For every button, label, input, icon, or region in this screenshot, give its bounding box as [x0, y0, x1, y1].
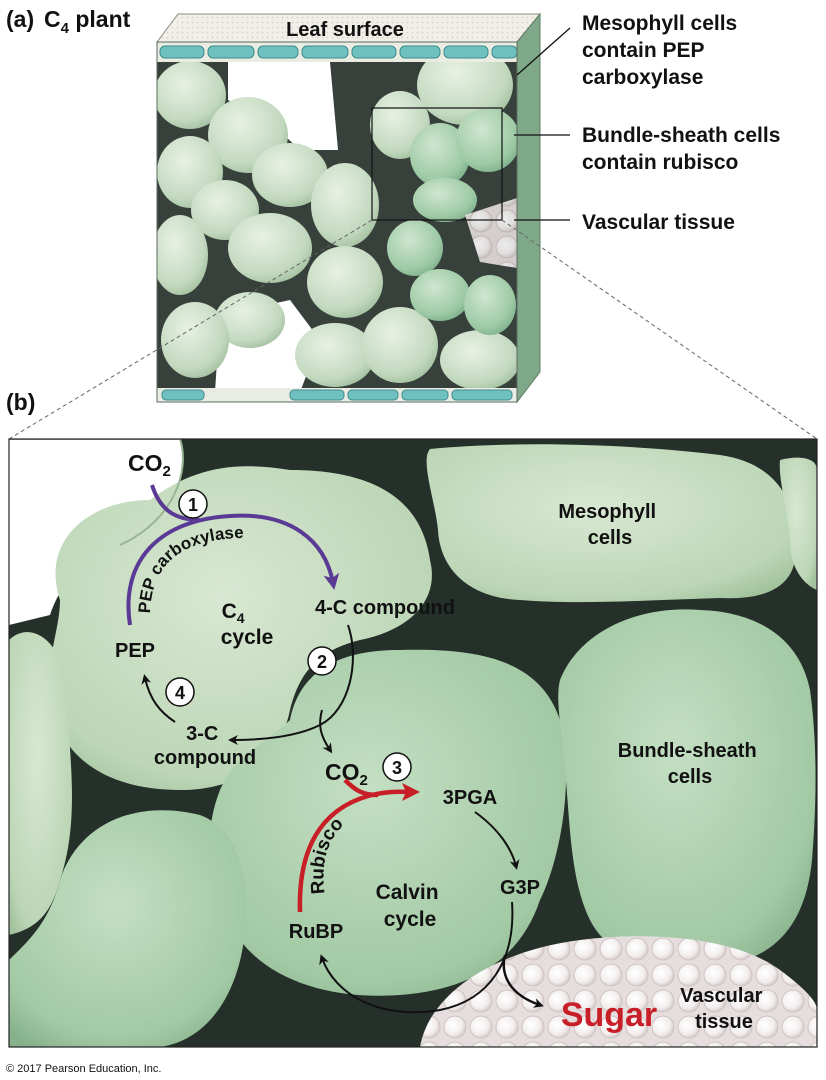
mesophyll-cell-top: [426, 444, 797, 603]
step-1-marker: 1: [178, 489, 208, 519]
mesophyll-cell-c4: [48, 466, 432, 790]
bundle-sheath-cells-label: Bundle-sheath cells: [618, 740, 762, 788]
zoom-rectangle: [371, 107, 503, 221]
leader-mesophyll: [516, 27, 571, 76]
leaf-block: [156, 12, 542, 404]
co2-uptake-arrow: [150, 484, 201, 522]
panel-b-frame: [8, 438, 818, 1048]
svg-text:3: 3: [392, 758, 402, 778]
four-carbon-compound: 4-C compound: [315, 597, 455, 619]
pep-carboxylase-arrow: [126, 513, 340, 626]
mesophyll-cells-label: Mesophyll cells: [558, 501, 661, 549]
panel-a: (a) C4 plant: [6, 6, 818, 440]
panel-a-letter: (a): [6, 6, 34, 32]
svg-text:1: 1: [188, 495, 198, 515]
svg-text:2: 2: [317, 652, 327, 672]
svg-text:4: 4: [175, 683, 185, 703]
panel-b: Mesophyll cells Bundle-sheath cells Vasc…: [8, 438, 818, 1048]
3pga-to-g3p-arrow: [474, 811, 520, 870]
rubisco-arrow: [297, 782, 420, 913]
panel-a-title: C4 plant: [44, 6, 131, 37]
panel-b-letter: (b): [6, 389, 35, 415]
step-3-marker: 3: [382, 752, 412, 782]
three-carbon-compound: 3-C compound: [154, 723, 256, 769]
co2-release-arrow: [319, 709, 333, 754]
label-vascular-tissue: Vascular tissue: [582, 211, 735, 234]
copyright-notice: © 2017 Pearson Education, Inc.: [6, 1063, 161, 1075]
g3p-to-rubp-arrow: [319, 901, 514, 1014]
pep-label: PEP: [115, 640, 155, 662]
step-2-marker: 2: [307, 646, 337, 676]
regeneration-arrow: [141, 674, 176, 723]
label-mesophyll-cells: Mesophyll cells contain PEP carboxylase: [582, 12, 743, 89]
zoom-line-left: [8, 219, 373, 440]
calvin-cycle-label: Calvin cycle: [376, 881, 445, 931]
bundle-sheath-cell-right: [558, 609, 816, 967]
bundle-sheath-cell-left: [9, 810, 247, 1047]
sugar-label: Sugar: [561, 996, 657, 1034]
co2-internal-label: CO2: [325, 759, 368, 789]
zoom-line-right: [501, 219, 818, 440]
leaf-surface-label: Leaf surface: [286, 19, 404, 41]
c4-cycle-label: C4 cycle: [221, 600, 274, 649]
rubp-label: RuBP: [289, 921, 343, 943]
step-4-marker: 4: [165, 677, 195, 707]
vascular-tissue: [420, 936, 817, 1047]
g3p-label: G3P: [500, 877, 540, 899]
3pga-label: 3PGA: [443, 787, 497, 809]
vascular-tissue-label: Vascular tissue: [680, 985, 768, 1033]
label-bundle-sheath-cells: Bundle-sheath cells contain rubisco: [582, 124, 786, 174]
co2-input-label: CO2: [128, 450, 171, 480]
sugar-export-arrow: [502, 954, 544, 1008]
co2-fixation-arrow: [343, 778, 379, 798]
